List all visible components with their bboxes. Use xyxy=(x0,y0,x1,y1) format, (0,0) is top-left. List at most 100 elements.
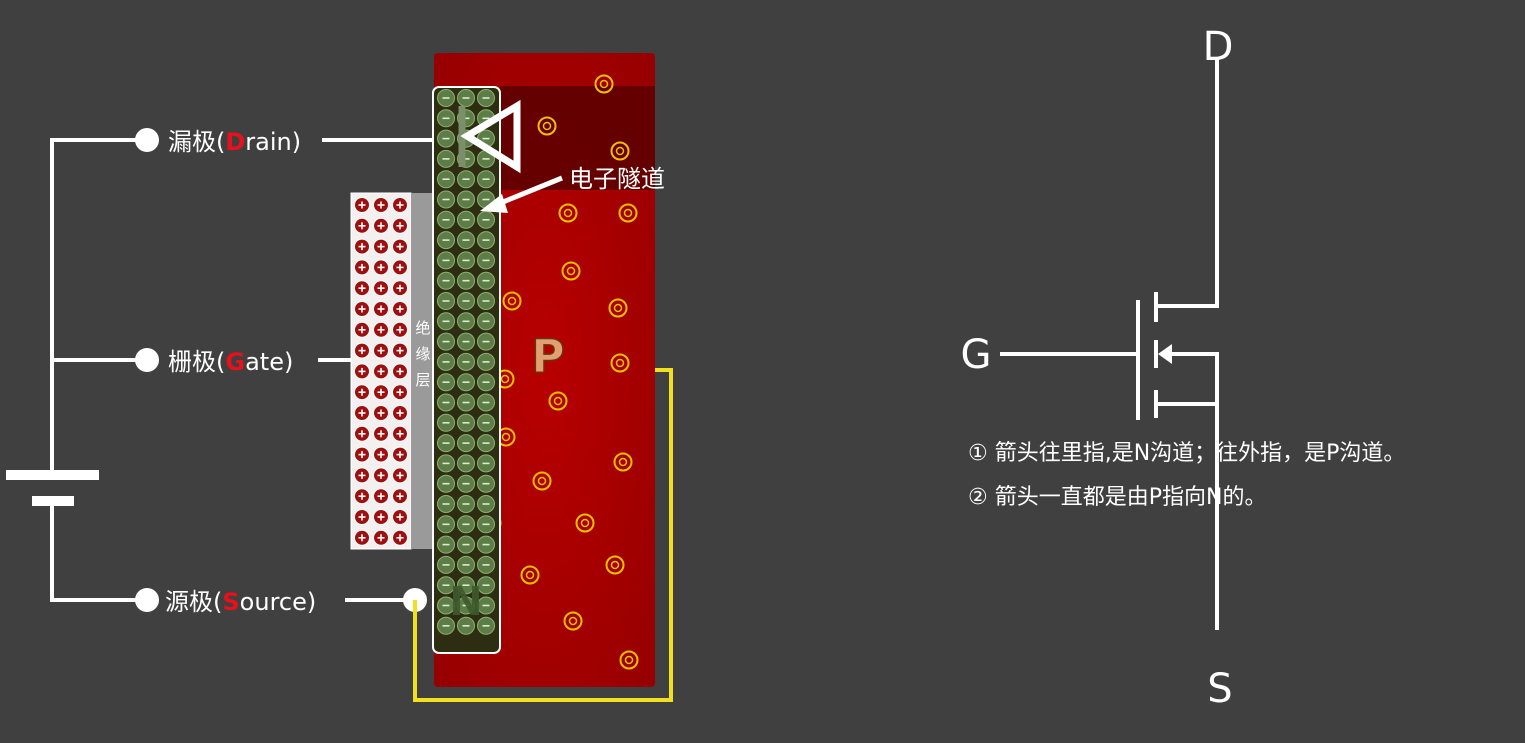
diode-icon xyxy=(458,99,521,174)
hole-dot xyxy=(532,471,552,491)
electron-dot xyxy=(477,373,495,392)
positive-charge-dot xyxy=(354,321,370,338)
positive-charge-dot xyxy=(373,301,389,317)
hole-dot xyxy=(558,203,578,223)
positive-charge-dot xyxy=(354,446,370,463)
electron-dot xyxy=(477,454,495,473)
electron-dot xyxy=(477,210,495,229)
symbol-gate-label: G xyxy=(961,332,992,378)
electron-dot xyxy=(457,292,475,310)
drain-label: 漏极(Drain) xyxy=(168,128,301,156)
hole-dot xyxy=(619,650,639,670)
electron-dot xyxy=(477,535,495,554)
tunnel-arrow xyxy=(480,175,563,213)
electron-dot xyxy=(437,576,455,595)
electron-dot xyxy=(457,495,475,513)
hole-dot xyxy=(575,513,595,533)
electron-dot xyxy=(457,474,475,493)
electron-dot xyxy=(457,616,475,635)
electron-dot xyxy=(477,312,495,331)
positive-charge-dot xyxy=(392,446,408,463)
positive-charge-dot xyxy=(392,467,408,484)
electron-dot xyxy=(437,413,455,432)
electron-dot xyxy=(437,231,455,250)
electron-dot xyxy=(477,576,495,595)
hole-dot xyxy=(605,555,625,575)
hole-dot xyxy=(563,611,583,631)
electron-dot xyxy=(437,332,455,351)
electron-dot xyxy=(437,251,455,270)
hole-dot xyxy=(520,565,540,585)
electron-dot xyxy=(457,312,475,331)
electron-dot xyxy=(477,515,495,534)
positive-charge-dot xyxy=(373,384,389,401)
positive-charge-dot xyxy=(392,384,408,401)
electron-dot xyxy=(437,515,455,534)
hole-dot xyxy=(618,203,638,223)
electron-dot xyxy=(457,393,475,412)
positive-charge-dot xyxy=(354,301,370,317)
hole-dot xyxy=(548,391,568,411)
hole-dot xyxy=(537,116,557,136)
electron-dot xyxy=(477,332,495,351)
hole-dot xyxy=(610,353,630,373)
battery-icon xyxy=(6,470,99,506)
electron-dot xyxy=(457,515,475,534)
p-region-label: P xyxy=(531,329,565,383)
electron-dot xyxy=(457,271,475,290)
positive-charge-dot xyxy=(354,425,370,442)
electron-dot xyxy=(437,596,455,615)
source-label: 源极(Source) xyxy=(165,588,316,616)
positive-charge-dot xyxy=(373,259,389,276)
electron-dot xyxy=(457,596,475,615)
positive-charge-dot xyxy=(354,363,370,380)
hole-dot xyxy=(613,452,633,472)
svg-text:缘: 缘 xyxy=(415,345,430,363)
positive-charge-dot xyxy=(373,363,389,380)
positive-charge-dot xyxy=(392,238,408,255)
positive-charge-dot xyxy=(373,509,389,525)
electron-dot xyxy=(437,454,455,473)
electron-dot xyxy=(457,413,475,432)
mosfet-symbol-icon xyxy=(1000,58,1219,630)
electron-dot xyxy=(457,251,475,270)
electron-dot xyxy=(477,474,495,493)
tunnel-label: 电子隧道 xyxy=(569,165,665,193)
electron-dot xyxy=(437,352,455,371)
gate-terminal xyxy=(135,348,159,372)
electron-dot xyxy=(477,292,495,310)
positive-charge-dot xyxy=(354,259,370,276)
electron-dot xyxy=(437,535,455,554)
electron-dot xyxy=(477,495,495,513)
positive-charge-dot xyxy=(392,363,408,380)
positive-charge-dot xyxy=(392,301,408,317)
hole-dot xyxy=(608,298,628,318)
positive-charge-dot xyxy=(373,405,389,421)
positive-charge-dot xyxy=(373,342,389,359)
positive-charge-dot xyxy=(354,529,370,546)
electron-dot xyxy=(477,393,495,412)
positive-charge-dot xyxy=(373,217,389,234)
electron-dot xyxy=(437,210,455,229)
electron-dot xyxy=(477,413,495,432)
positive-charge-dot xyxy=(354,405,370,421)
electron-dot xyxy=(477,231,495,250)
electron-dot xyxy=(437,373,455,392)
positive-charge-dot xyxy=(373,321,389,338)
electron-dot xyxy=(477,616,495,635)
positive-charge-dot xyxy=(392,321,408,338)
positive-charge-dot xyxy=(354,217,370,234)
hole-dot xyxy=(561,261,581,281)
electron-dot xyxy=(477,89,495,107)
positive-charge-dot xyxy=(354,342,370,359)
electron-dot xyxy=(437,271,455,290)
drain-terminal xyxy=(135,128,159,152)
positive-charge-dot xyxy=(373,467,389,484)
electron-dot xyxy=(477,555,495,574)
positive-charge-dot xyxy=(373,446,389,463)
positive-charge-dot xyxy=(392,509,408,525)
drain-wire-left xyxy=(50,138,147,470)
gate-positive-charges xyxy=(354,197,408,546)
electron-dot xyxy=(437,393,455,412)
